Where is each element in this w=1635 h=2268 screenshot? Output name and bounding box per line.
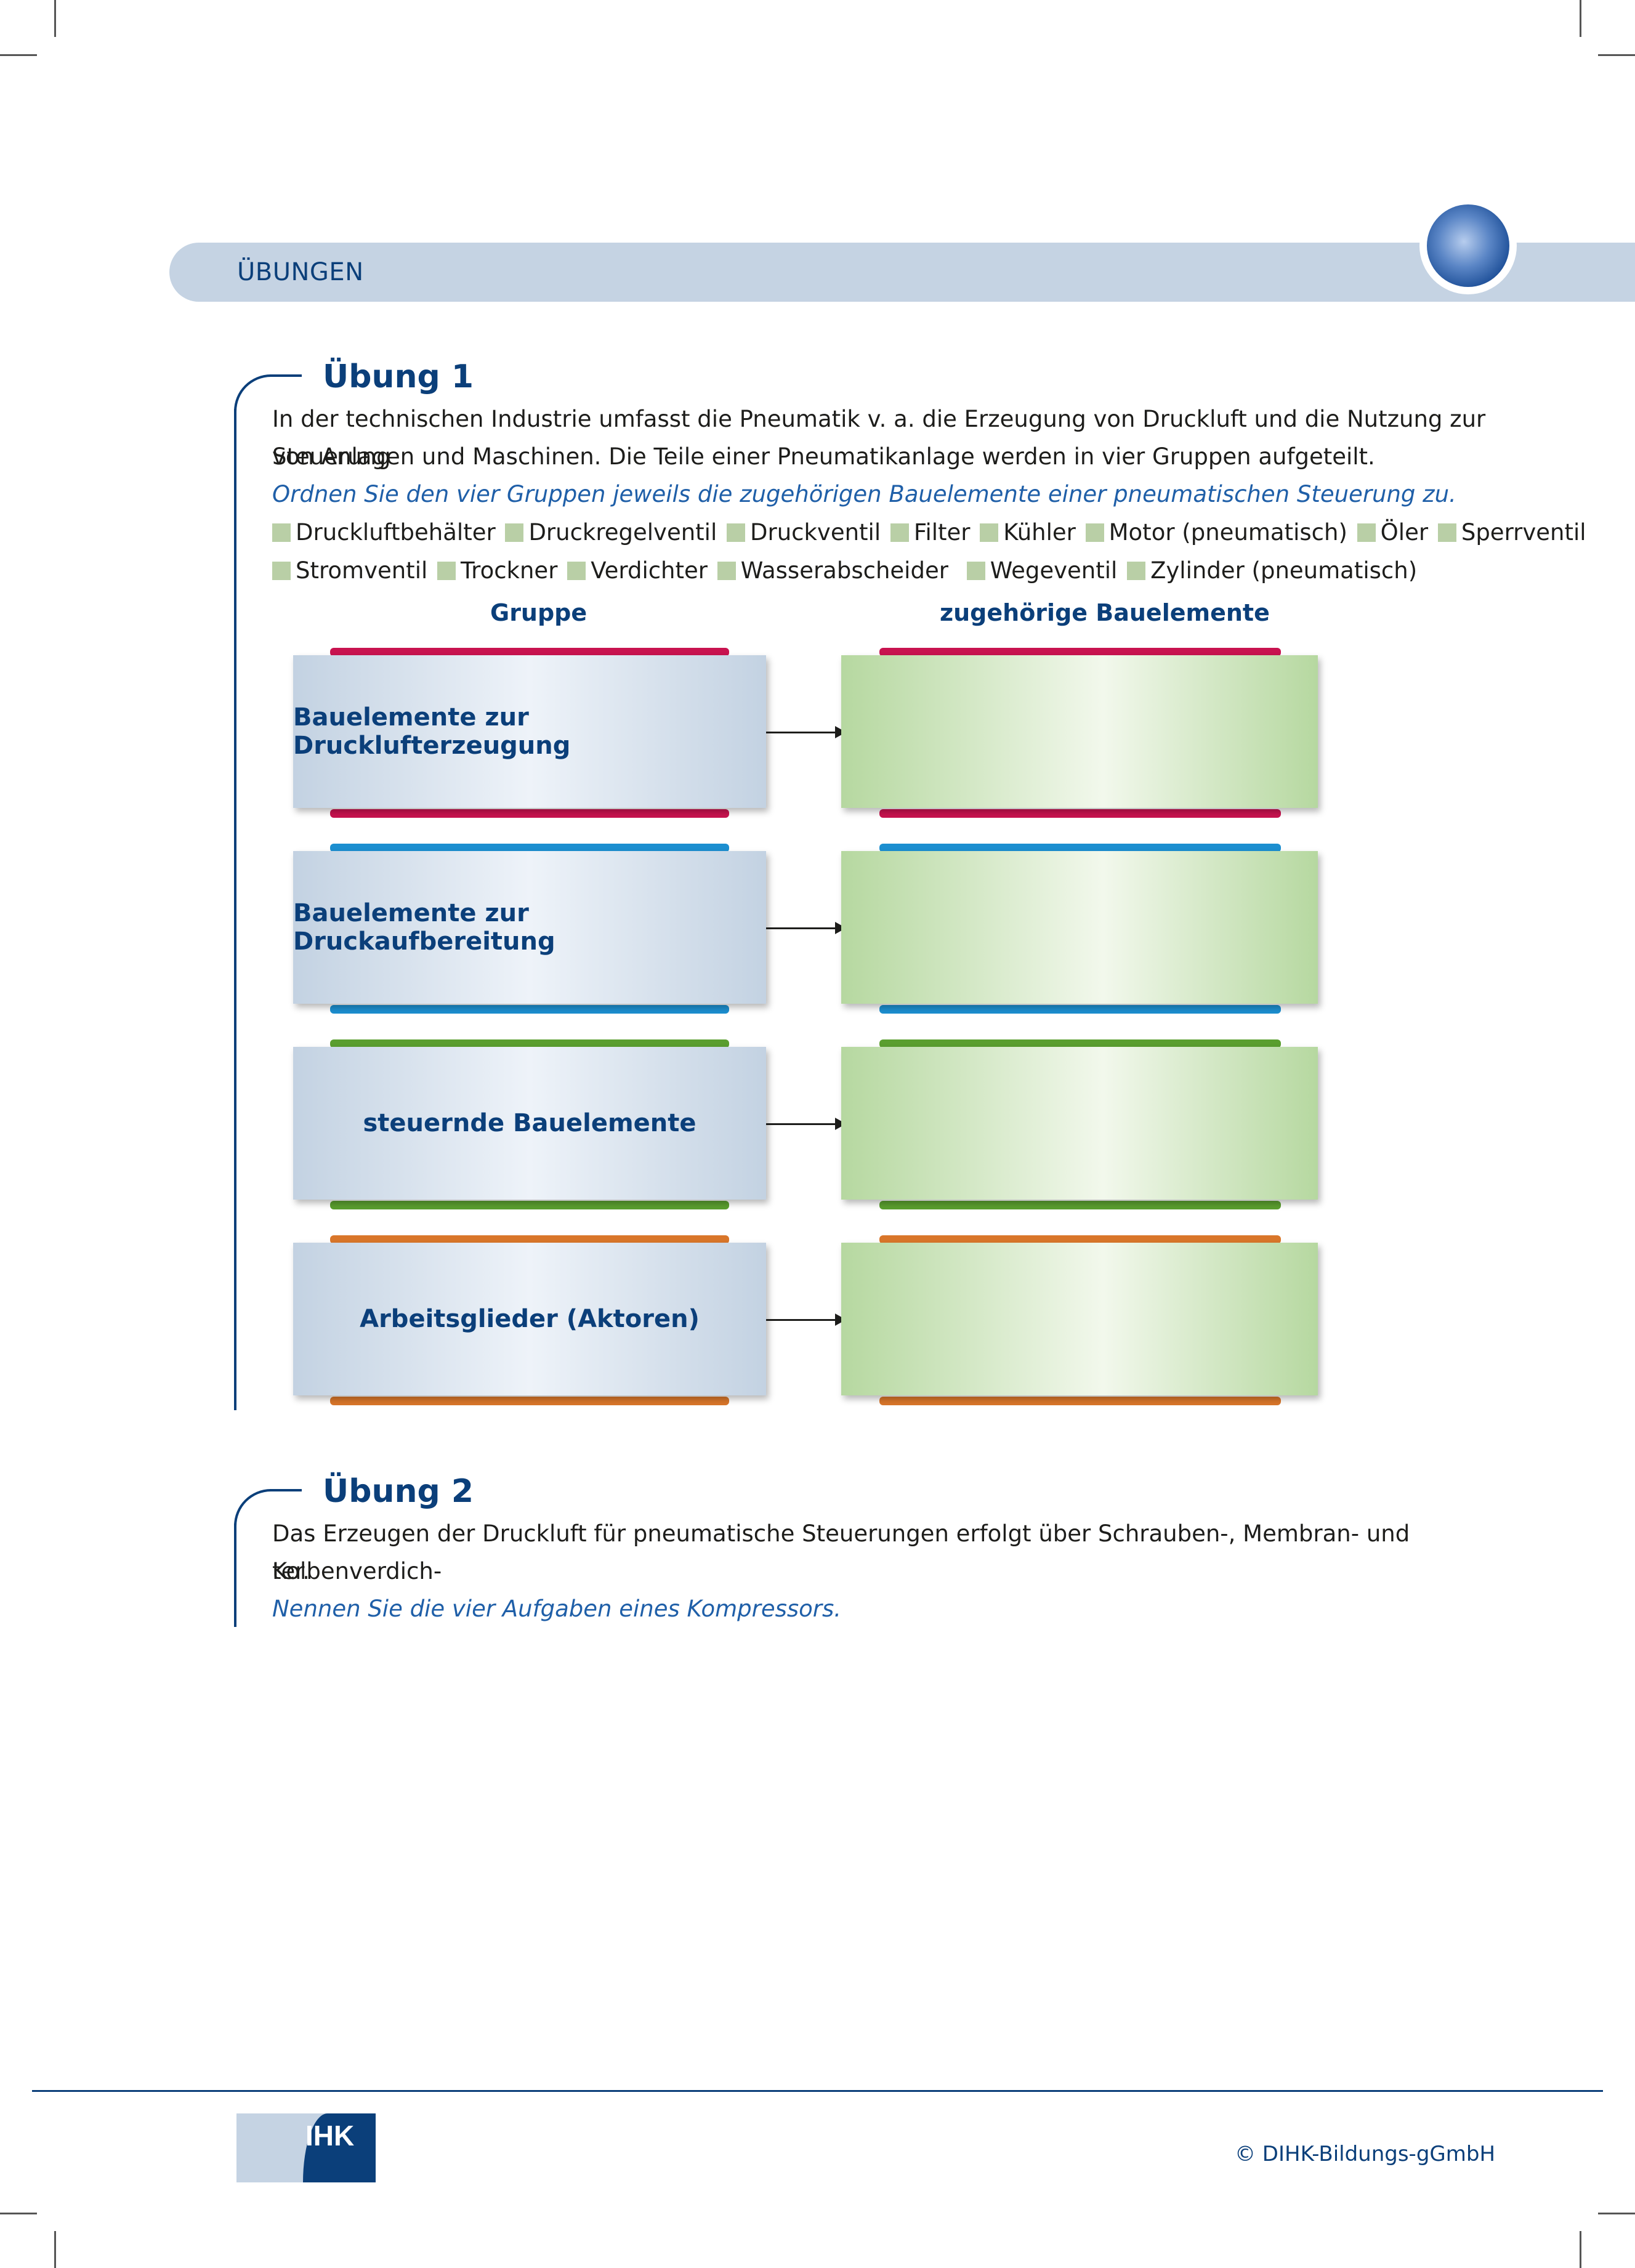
answer-strip-bottom bbox=[879, 809, 1281, 818]
exercise2-bracket-corner bbox=[234, 1489, 271, 1526]
checkbox-square-icon bbox=[1085, 523, 1104, 542]
arrow-connector bbox=[766, 1319, 838, 1321]
term-item: Motor (pneumatisch) bbox=[1085, 514, 1347, 551]
exercise1-task: Ordnen Sie den vier Gruppen jeweils die … bbox=[272, 481, 1456, 507]
term-item: Trockner bbox=[437, 552, 557, 589]
checkbox-square-icon bbox=[727, 523, 745, 542]
crop-mark bbox=[1598, 54, 1635, 56]
exercise2-title: Übung 2 bbox=[323, 1473, 474, 1510]
exercise1-bracket-rule bbox=[234, 409, 236, 1410]
group-strip-bottom bbox=[330, 1005, 729, 1014]
term-list-row2: Stromventil Trockner Verdichter Wasserab… bbox=[272, 552, 1419, 589]
checkbox-square-icon bbox=[1437, 523, 1456, 542]
group-strip-bottom bbox=[330, 1397, 729, 1405]
copyright-text: © DIHK-Bildungs-gGmbH bbox=[1235, 2142, 1496, 2166]
checkbox-square-icon bbox=[980, 523, 999, 542]
footer-rule bbox=[32, 2090, 1603, 2092]
answer-box-steuernde[interactable] bbox=[841, 1047, 1318, 1200]
crop-mark bbox=[1580, 2231, 1581, 2268]
section-title: ÜBUNGEN bbox=[237, 258, 364, 286]
group-box: Bauelemente zur Drucklufterzeugung bbox=[293, 655, 766, 808]
term-item: Druckregelventil bbox=[505, 514, 717, 551]
answer-strip-bottom bbox=[879, 1397, 1281, 1405]
term-item: Filter bbox=[890, 514, 971, 551]
checkbox-square-icon bbox=[890, 523, 909, 542]
answer-strip-bottom bbox=[879, 1201, 1281, 1209]
exercise1-title: Übung 1 bbox=[323, 358, 474, 395]
answer-strip-top bbox=[879, 1235, 1281, 1244]
checkbox-square-icon bbox=[437, 562, 456, 580]
term-item: Wasserabscheider bbox=[717, 552, 948, 589]
term-item: Öler bbox=[1357, 514, 1428, 551]
exercise2-bracket-line bbox=[270, 1489, 302, 1491]
exercise1-bracket-corner bbox=[234, 374, 271, 411]
group-strip-top bbox=[330, 648, 729, 656]
term-item: Druckventil bbox=[727, 514, 881, 551]
exercise2-text-line2: ter. bbox=[272, 1558, 310, 1584]
term-item: Druckluftbehälter bbox=[272, 514, 496, 551]
exercise2-text-line1: Das Erzeugen der Druckluft für pneumatis… bbox=[272, 1520, 1410, 1584]
group-label: steuernde Bauelemente bbox=[363, 1109, 696, 1137]
crop-mark bbox=[0, 2213, 37, 2214]
checkbox-square-icon bbox=[966, 562, 985, 580]
checkbox-square-icon bbox=[505, 523, 524, 542]
crop-mark bbox=[54, 2231, 56, 2268]
decorative-ball-icon bbox=[1427, 204, 1509, 287]
group-label: Bauelemente zur Druckaufbereitung bbox=[293, 899, 555, 956]
checkbox-square-icon bbox=[1127, 562, 1146, 580]
crop-mark bbox=[1580, 0, 1581, 37]
answer-box-drucklufterzeugung[interactable] bbox=[841, 655, 1318, 808]
exercise1-text-line1: In der technischen Industrie umfasst die… bbox=[272, 406, 1486, 470]
group-box: steuernde Bauelemente bbox=[293, 1047, 766, 1200]
checkbox-square-icon bbox=[567, 562, 586, 580]
crop-mark bbox=[54, 0, 56, 37]
answer-strip-top bbox=[879, 648, 1281, 656]
term-item: Stromventil bbox=[272, 552, 427, 589]
crop-mark bbox=[0, 54, 37, 56]
term-item: Zylinder (pneumatisch) bbox=[1127, 552, 1417, 589]
arrow-connector bbox=[766, 927, 838, 929]
group-strip-bottom bbox=[330, 809, 729, 818]
checkbox-square-icon bbox=[1357, 523, 1376, 542]
checkbox-square-icon bbox=[717, 562, 736, 580]
column-header-group: Gruppe bbox=[490, 599, 587, 626]
group-strip-top bbox=[330, 1039, 729, 1048]
checkbox-square-icon bbox=[272, 523, 291, 542]
arrow-connector bbox=[766, 732, 838, 733]
group-box: Bauelemente zur Druckaufbereitung bbox=[293, 851, 766, 1004]
group-strip-top bbox=[330, 1235, 729, 1244]
answer-strip-top bbox=[879, 1039, 1281, 1048]
answer-box-druckaufbereitung[interactable] bbox=[841, 851, 1318, 1004]
checkbox-square-icon bbox=[272, 562, 291, 580]
term-item: Sperrventil bbox=[1437, 514, 1586, 551]
group-label: Bauelemente zur Drucklufterzeugung bbox=[293, 703, 571, 760]
exercise2-task: Nennen Sie die vier Aufgaben eines Kompr… bbox=[272, 1596, 842, 1622]
group-strip-top bbox=[330, 844, 729, 852]
answer-box-aktoren[interactable] bbox=[841, 1243, 1318, 1395]
term-item: Verdichter bbox=[567, 552, 708, 589]
term-item: Kühler bbox=[980, 514, 1076, 551]
ihk-logo: IHK bbox=[236, 2113, 376, 2182]
exercise1-bracket-line bbox=[270, 374, 302, 377]
group-box: Arbeitsglieder (Aktoren) bbox=[293, 1243, 766, 1395]
term-item: Wegeventil bbox=[966, 552, 1117, 589]
term-list-row1: Druckluftbehälter Druckregelventil Druck… bbox=[272, 514, 1589, 551]
crop-mark bbox=[1598, 2213, 1635, 2214]
ihk-logo-text: IHK bbox=[305, 2120, 355, 2152]
exercise2-bracket-rule bbox=[234, 1523, 236, 1627]
section-header-band bbox=[169, 243, 1635, 302]
group-strip-bottom bbox=[330, 1201, 729, 1209]
exercise1-text-line2: von Anlagen und Maschinen. Die Teile ein… bbox=[272, 443, 1375, 470]
answer-strip-bottom bbox=[879, 1005, 1281, 1014]
arrow-connector bbox=[766, 1123, 838, 1125]
group-label: Arbeitsglieder (Aktoren) bbox=[360, 1305, 700, 1333]
column-header-elements: zugehörige Bauelemente bbox=[940, 599, 1270, 626]
answer-strip-top bbox=[879, 844, 1281, 852]
